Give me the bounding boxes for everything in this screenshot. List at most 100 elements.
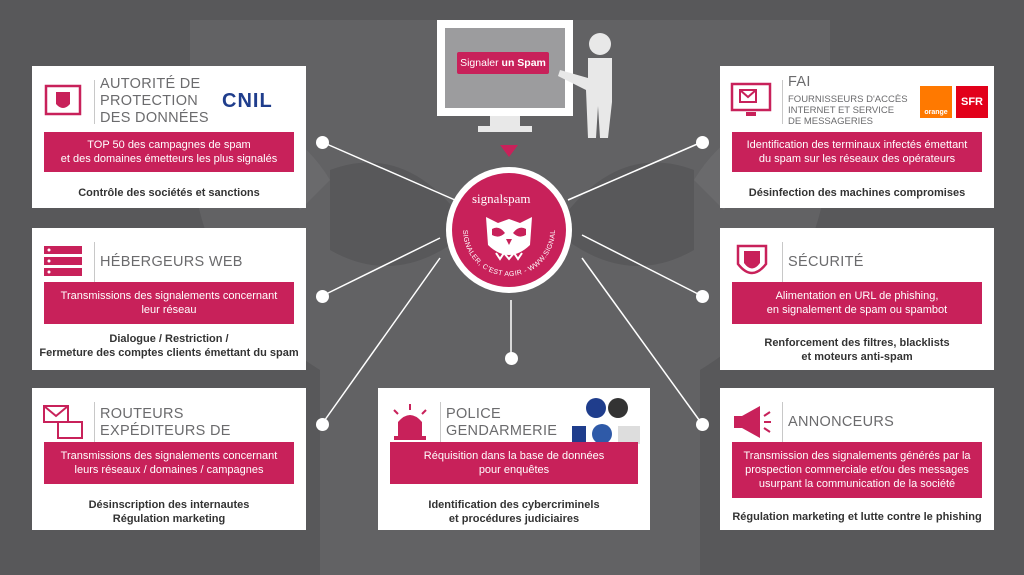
title-line: ANNONCEURS (788, 414, 895, 430)
box-header: HÉBERGEURS WEB (42, 236, 298, 292)
box-band: Réquisition dans la base de données pour … (390, 442, 638, 484)
box-title: ANNONCEURS (788, 414, 894, 431)
box-footer: Désinscription des internautes Régulatio… (36, 498, 302, 526)
foot-line: Fermeture des comptes clients émettant d… (39, 347, 299, 359)
foot-line: et procédures judiciaires (448, 513, 580, 525)
band-line: TOP 50 des campagnes de spam (87, 139, 251, 151)
box-annonceurs: ANNONCEURS Transmission des signalements… (720, 388, 994, 530)
signal-spam-logo: SIGNALER, C'EST AGIR - WWW.SIGNAL-SPAM.F… (446, 167, 572, 293)
foot-line: et moteurs anti-spam (801, 351, 913, 363)
box-title: HÉBERGEURS WEB (100, 254, 243, 271)
signal-spam-logo-inner: SIGNALER, C'EST AGIR - WWW.SIGNAL-SPAM.F… (452, 173, 566, 287)
envelope-screen-icon (43, 405, 83, 439)
box-band: Alimentation en URL de phishing,en signa… (732, 282, 982, 324)
band-line: prospection commerciale et/ou des messag… (745, 464, 969, 476)
subtitle-line: FOURNISSEURS D'ACCÈS (788, 94, 908, 105)
header-separator (440, 402, 441, 446)
title-line: PROTECTION (100, 93, 199, 109)
band-line: leur réseau (141, 304, 197, 316)
orange-logo-text: orange (924, 109, 948, 116)
title-line: AUTORITÉ DE (100, 76, 201, 92)
report-spam-button: Signaler un Spam (457, 52, 549, 74)
shield-screen-icon (44, 84, 82, 116)
person-pointing-icon (558, 33, 612, 138)
band-line: pour enquêtes (478, 464, 550, 476)
title-line: ROUTEURS (100, 406, 184, 422)
box-footer: Régulation marketing et lutte contre le … (724, 510, 990, 524)
title-line: GENDARMERIE (446, 423, 558, 439)
box-band: Transmissions des signalements concernan… (44, 282, 294, 324)
foot-line: Identification des cybercriminels (428, 499, 600, 511)
box-band: TOP 50 des campagnes de spam et des domai… (44, 132, 294, 172)
header-separator (782, 402, 783, 446)
header-separator (94, 402, 95, 446)
report-spam-label-2: un Spam (501, 57, 546, 69)
band-line: leurs réseaux / domaines / campagnes (74, 464, 264, 476)
box-header: FAI FOURNISSEURS D'ACCÈS INTERNET ET SER… (730, 74, 988, 130)
foot-line: Désinscription des internautes (88, 499, 250, 511)
header-separator (94, 80, 95, 124)
subtitle-line: DE MESSAGERIES (788, 116, 873, 127)
box-band: Transmission des signalements générés pa… (732, 442, 982, 498)
signal-spam-monitor: Signaler un Spam (437, 20, 573, 116)
box-footer: Dialogue / Restriction / Fermeture des c… (36, 332, 302, 360)
box-subtitle: FOURNISSEURS D'ACCÈS INTERNET ET SERVICE… (788, 94, 908, 127)
connector-dot-police (505, 352, 518, 365)
foot-line: Dialogue / Restriction / (109, 333, 229, 345)
band-line: Identification des terminaux infectés ém… (746, 139, 968, 151)
band-line: Réquisition dans la base de données (423, 450, 605, 462)
box-title: SÉCURITÉ (788, 254, 864, 271)
logo-word-spam: spam (503, 191, 531, 206)
connector-dot-fai (696, 136, 709, 149)
box-title: AUTORITÉ DE PROTECTION DES DONNÉES (100, 76, 209, 127)
down-arrow-icon (500, 145, 518, 157)
connector-dot-cnil (316, 136, 329, 149)
sfr-logo-text: SFR (961, 96, 983, 108)
owl-logo-icon: SIGNALER, C'EST AGIR - WWW.SIGNAL-SPAM.F… (452, 173, 557, 278)
box-securite: SÉCURITÉ Alimentation en URL de phishing… (720, 228, 994, 370)
box-police: POLICE GENDARMERIE Réquisition dans la b… (378, 388, 650, 530)
title-line: SÉCURITÉ (788, 254, 864, 270)
megaphone-icon (734, 406, 771, 438)
box-title: FAI (788, 74, 811, 91)
title-line: POLICE (446, 406, 501, 422)
box-title: POLICE GENDARMERIE (446, 406, 557, 440)
title-line: HÉBERGEURS WEB (100, 254, 243, 270)
band-line: en signalement de spam ou spambot (766, 304, 948, 316)
box-fai: FAI FOURNISSEURS D'ACCÈS INTERNET ET SER… (720, 66, 994, 208)
foot-line: Renforcement des filtres, blacklists (764, 337, 950, 349)
cnil-logo: CNIL (222, 90, 273, 112)
connector-dot-hebergeurs (316, 290, 329, 303)
orange-logo: orange (920, 86, 952, 118)
logo-wordmark: signalspam (472, 191, 531, 207)
foot-line: Régulation marketing et lutte contre le … (732, 511, 982, 523)
box-header: AUTORITÉ DE PROTECTION DES DONNÉES CNIL (42, 74, 298, 130)
box-footer: Désinfection des machines compromises (724, 186, 990, 200)
sfr-logo: SFR (956, 86, 988, 118)
box-header: SÉCURITÉ (730, 236, 986, 292)
connector-dot-routeurs (316, 418, 329, 431)
box-band: Transmissions des signalements concernan… (44, 442, 294, 484)
box-header: POLICE GENDARMERIE (388, 396, 642, 452)
box-footer: Identification des cybercriminels et pro… (382, 498, 646, 526)
server-icon (44, 246, 82, 276)
box-footer: Contrôle des sociétés et sanctions (36, 186, 302, 200)
band-line: Transmissions des signalements concernan… (60, 290, 278, 302)
band-line: Transmission des signalements générés pa… (743, 450, 971, 462)
foot-line: Régulation marketing (112, 513, 226, 525)
foot-line: Contrôle des sociétés et sanctions (78, 187, 260, 199)
box-hebergeurs: HÉBERGEURS WEB Transmissions des signale… (32, 228, 306, 370)
monitor-base (478, 126, 532, 132)
band-line: Transmissions des signalements concernan… (60, 450, 278, 462)
foot-line: Désinfection des machines compromises (748, 187, 966, 199)
email-monitor-icon (730, 82, 772, 116)
report-spam-label-1: Signaler (460, 57, 499, 69)
band-line: du spam sur les réseaux des opérateurs (758, 153, 956, 165)
box-band: Identification des terminaux infectés ém… (732, 132, 982, 172)
band-line: et des domaines émetteurs les plus signa… (60, 153, 278, 165)
connector-dot-securite (696, 290, 709, 303)
connector-dot-annonceurs (696, 418, 709, 431)
box-cnil: AUTORITÉ DE PROTECTION DES DONNÉES CNIL … (32, 66, 306, 208)
subtitle-line: INTERNET ET SERVICE (788, 105, 895, 116)
